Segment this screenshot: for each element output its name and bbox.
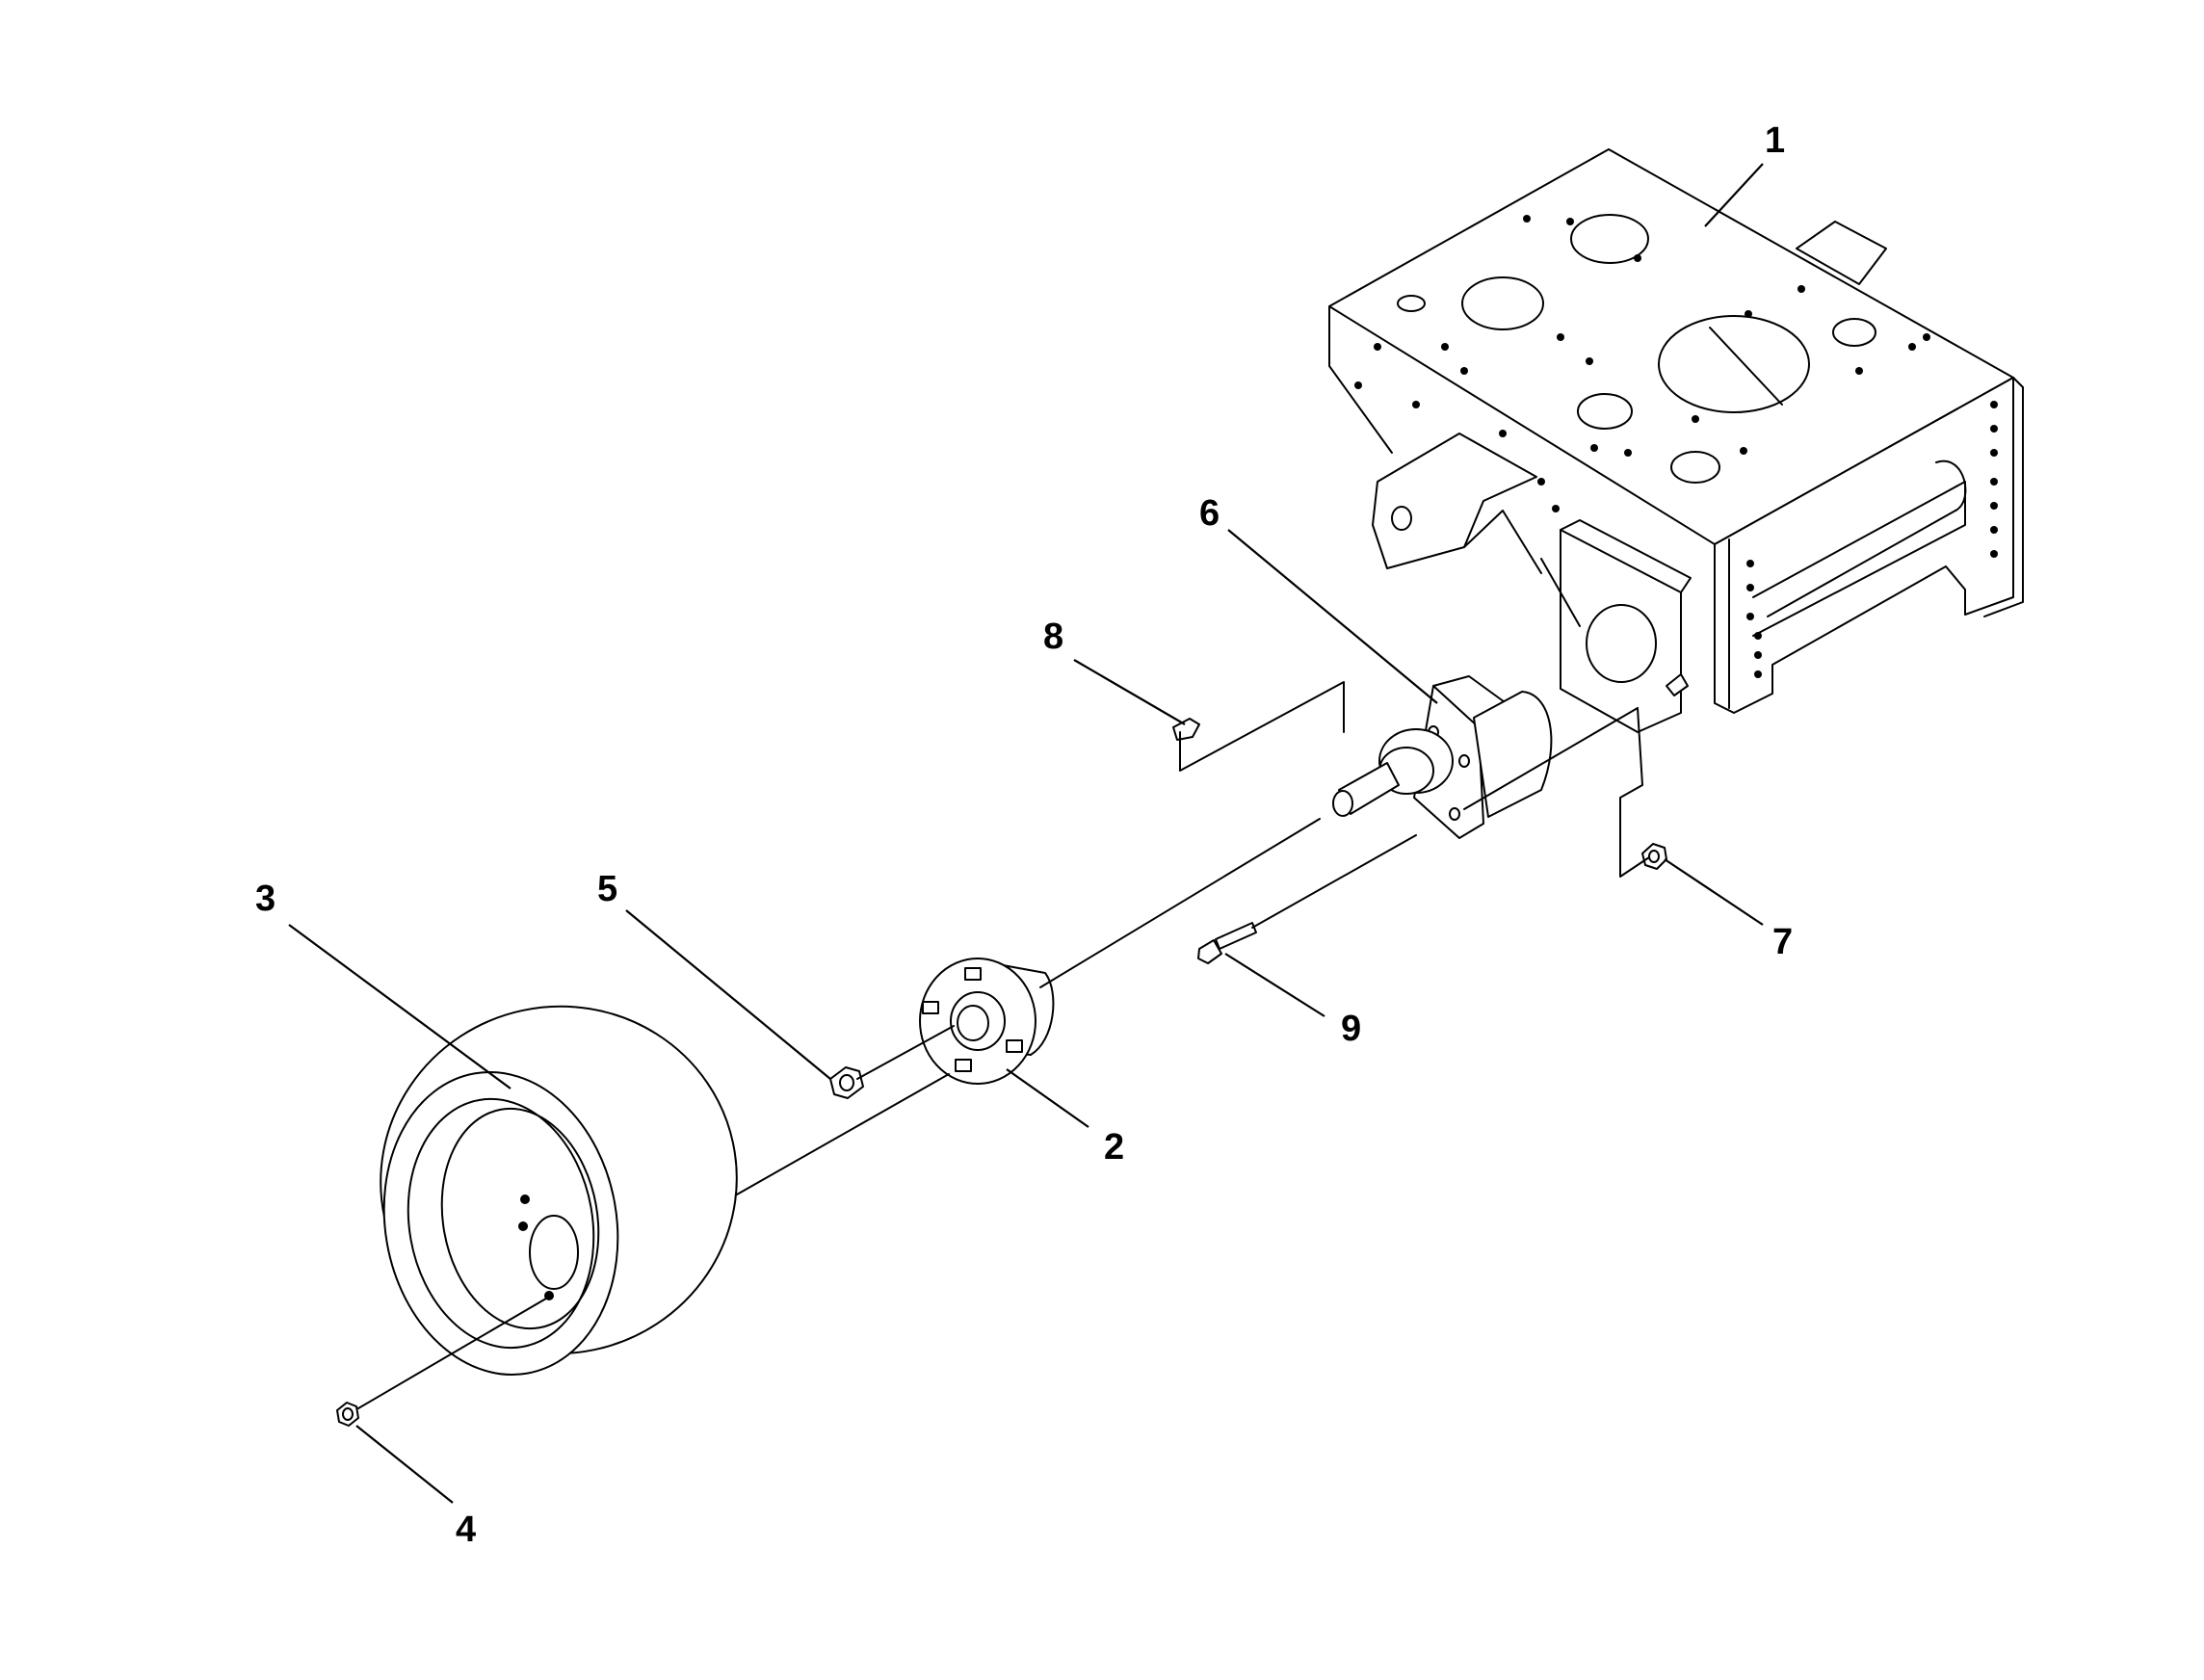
assembly-lines [357,558,1650,1409]
locknut [1641,843,1667,870]
wheel-nut [336,1402,359,1427]
bolt [1197,922,1257,964]
hub-nut [829,1066,864,1099]
callout-label-motor: 6 [1199,493,1220,534]
callout-label-hub: 2 [1104,1127,1124,1168]
callout-label-locknut: 7 [1772,922,1793,962]
key [1172,718,1200,741]
wheel-hub [919,958,1055,1085]
hydraulic-motor [1332,675,1553,839]
callout-labels: 1 2 3 4 5 6 7 8 9 [255,120,1793,1550]
callout-label-hub-nut: 5 [597,869,617,909]
callout-label-wheel-nut: 4 [456,1509,476,1550]
wheel-tire [380,1005,738,1376]
callout-leaders [288,163,1764,1504]
callout-label-bolt: 9 [1341,1009,1361,1049]
callout-label-frame: 1 [1765,120,1785,161]
callout-label-key: 8 [1043,617,1063,657]
callout-label-wheel: 3 [255,879,276,919]
frame-assembly [1328,148,2024,733]
